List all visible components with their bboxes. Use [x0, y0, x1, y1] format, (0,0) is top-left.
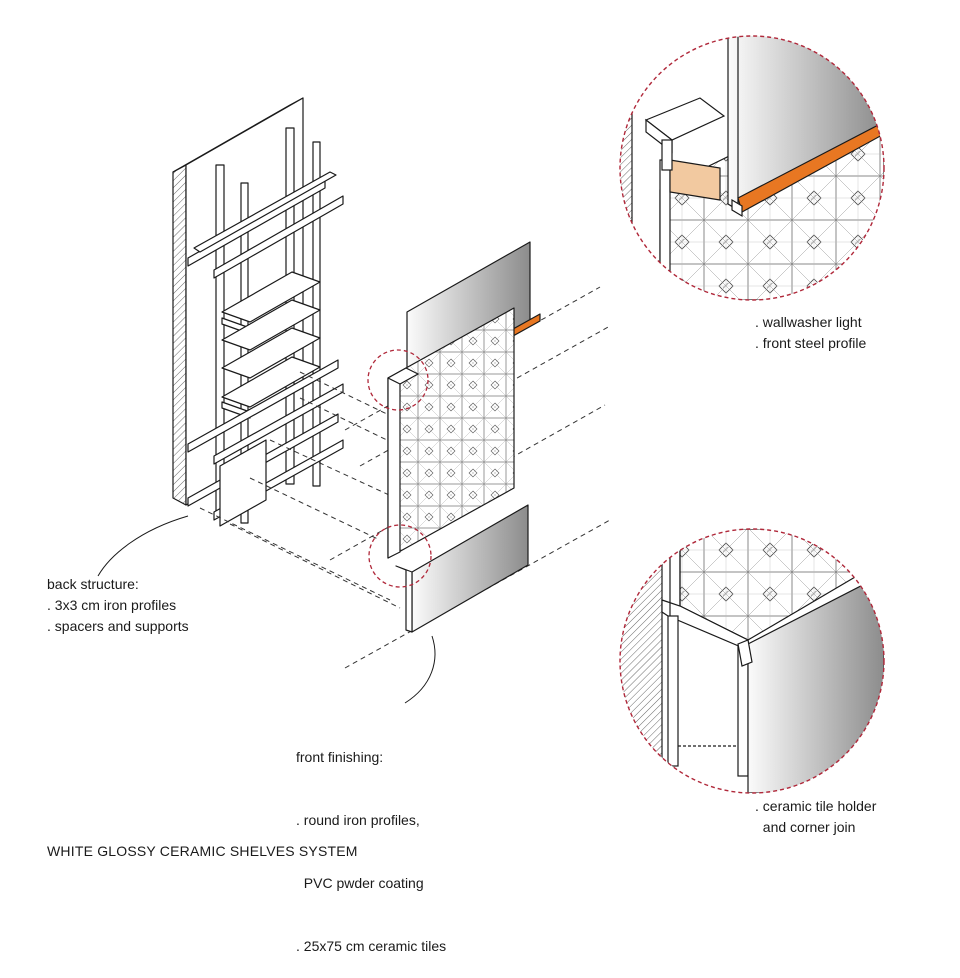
back-shelves	[221, 271, 321, 419]
callout-front-finishing-line-2: . round iron profiles,	[296, 812, 420, 828]
callout-tile-holder-line-2: and corner join	[755, 819, 856, 835]
detail-top-frame	[619, 35, 885, 301]
detail-marker-bottom	[368, 524, 432, 588]
callout-front-finishing: front finishing: . round iron profiles, …	[296, 705, 446, 978]
back-side-slab-face	[172, 164, 187, 506]
diagram-title: WHITE GLOSSY CERAMIC SHELVES SYSTEM	[47, 843, 358, 859]
callout-wallwasher-line-2: . front steel profile	[755, 335, 867, 351]
callout-back-structure-line-2: . 3x3 cm iron profiles	[47, 597, 177, 613]
ceramic-shelves-diagram	[97, 35, 885, 794]
front-top-cap	[387, 367, 419, 385]
back-bottom-bars	[187, 359, 344, 527]
detail-top	[620, 36, 884, 300]
callout-wallwasher-line-1: . wallwasher light	[755, 314, 862, 330]
callout-front-finishing-line-3: PVC pwder coating	[296, 875, 424, 891]
leader-lines	[97, 515, 436, 704]
callout-back-structure-line-3: . spacers and supports	[47, 618, 189, 634]
detail-marker-top	[367, 349, 429, 411]
callout-back-structure-line-1: back structure:	[47, 576, 139, 592]
callout-front-finishing-line-4: . 25x75 cm ceramic tiles	[296, 938, 447, 954]
detail-bottom	[620, 529, 884, 793]
detail-bottom-frame	[619, 528, 885, 794]
callout-front-finishing-line-1: front finishing:	[296, 749, 384, 765]
callout-tile-holder: . ceramic tile holder and corner join	[755, 796, 876, 838]
back-structure	[172, 97, 344, 527]
callout-wallwasher: . wallwasher light . front steel profile	[755, 312, 866, 354]
callout-tile-holder-line-1: . ceramic tile holder	[755, 798, 877, 814]
front-bottom-cap	[395, 565, 413, 633]
front-finishing	[387, 241, 541, 633]
front-tile-side	[387, 371, 401, 559]
callout-back-structure: back structure: . 3x3 cm iron profiles .…	[47, 574, 189, 637]
back-top-bars	[187, 171, 344, 279]
